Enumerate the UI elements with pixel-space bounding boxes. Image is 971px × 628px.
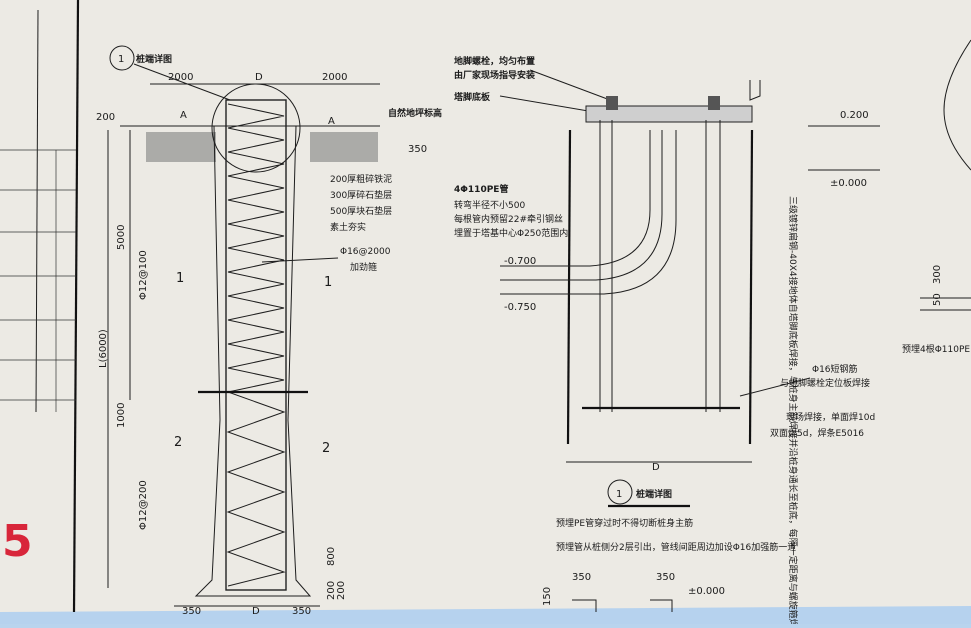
title-circle [607,479,633,505]
stiffener-note: 与地脚螺栓定位板焊接 [780,377,870,389]
pipe-note-2: 每根管内预留22#牵引钢丝 [454,213,563,225]
elevation-0700: -0.700 [504,256,536,267]
blue-strip [0,606,971,624]
dim-350-b: 350 [656,572,675,583]
section-2-left: 2 [174,435,182,450]
elevation-0750: -0.750 [504,302,536,313]
pile-wall-right [748,129,754,445]
layer-label-2: 300厚碎石垫层 [330,189,392,201]
section-1-right: 1 [324,275,332,290]
pile-wall-left [566,129,572,445]
pipe-note-1: 转弯半径不小500 [454,199,525,211]
section-mark-a-right: A [328,116,335,127]
spacing-lower: Φ12@200 [138,480,149,530]
dim-1000: 1000 [116,403,127,428]
elevation-000: ±0.000 [830,178,867,189]
layer-label-3: 500厚块石垫层 [330,205,392,217]
spacing-upper: Φ12@100 [138,250,149,300]
layer-label-1: 200厚粗碎铁泥 [330,173,392,185]
dim-5000: 5000 [116,225,127,250]
dim-d-top: D [255,72,263,83]
dim-50: 50 [932,293,943,306]
callout-label: 桩端详图 [136,53,172,65]
dim-350-right: 350 [408,144,427,155]
spiral-stirrup [226,103,286,587]
dim-150: 150 [542,587,553,606]
layer-label-4: 素土夯实 [330,221,366,233]
stiffener-label: Φ16短钢筋 [812,363,858,375]
gravel-layer-left [146,132,216,162]
bottom-dim-350-left: 350 [182,606,201,617]
small-section-a [572,599,597,612]
elevation-0200: 0.200 [840,110,869,121]
bottom-dim-350-right: 350 [292,606,311,617]
section-2-right: 2 [322,441,330,456]
vertical-dim-labels: 5000 Φ12@100 L(6000) 1000 Φ12@200 800 20… [98,225,347,600]
bottom-dim-d: D [252,606,260,617]
weld-note-2: 双面焊5d，焊条E5016 [770,427,864,439]
note-1: 预埋PE管穿过时不得切断桩身主筋 [556,517,693,529]
gravel-layer-right [310,132,378,162]
dim-800: 800 [326,547,337,566]
title-block-grid [0,149,76,412]
pipe-label: 4Φ110PE管 [454,183,508,195]
anchor-bolt-note-2: 由厂家现场指导安装 [454,69,536,81]
far-right-pipe-label: 预埋4根Φ110PE [902,343,970,355]
elevation-000-small: ±0.000 [688,586,725,597]
weld-note-1: 现场焊接，单面焊10d [786,411,875,423]
level-200: 200 [96,112,115,123]
stirrup-add-label: 加劲箍 [350,261,377,273]
pe-pipe-2 [500,130,663,281]
ground-elevation-label: 自然地坪标高 [388,107,442,119]
pe-pipe-3 [500,130,677,295]
grounding-note: 三级镀锌扁钢-40X4接地体自塔脚底板焊接，与桩身主筋焊接并沿桩身通长至桩底，每… [787,196,799,624]
pe-pipe-1 [500,130,651,267]
base-plate-label: 塔脚底板 [454,91,491,103]
dim-200-bottom: 200 [326,581,337,600]
bolt-nut-left [606,96,618,110]
small-section-b [650,599,673,612]
pile-outline [194,125,312,597]
title-number: 1 [616,489,622,500]
dim-left: 2000 [168,72,193,83]
dim-300: 300 [932,265,943,284]
dim-200-bottom-b: 200 [336,581,347,600]
far-right-circle [943,39,971,171]
rebar-cage [225,99,287,591]
length-total: L(6000) [98,329,109,368]
far-right-detail: 300 50 预埋4根Φ110PE [902,39,971,355]
anchor-bolt-note-1: 地脚螺栓，均匀布置 [454,55,535,67]
title-text: 桩端详图 [636,488,672,500]
border-line [72,0,80,613]
callout-number: 1 [118,54,124,65]
dim-right: 2000 [322,72,347,83]
bolt-nut-right [708,96,720,110]
callout-circle [109,45,135,71]
tower-leg [749,80,761,101]
dim-350-a: 350 [572,572,591,583]
section-1-left: 1 [176,271,184,286]
margin-mark: 5 [2,516,33,567]
pipe-note-3: 埋置于塔基中心Φ250范围内 [454,227,568,239]
right-pile-detail: 地脚螺栓，均匀布置 由厂家现场指导安装 塔脚底板 0.200 ±0.000 4Φ… [454,55,880,628]
section-mark-a-left: A [180,110,187,121]
stirrup-add-spec: Φ16@2000 [340,247,391,257]
right-dim-d: D [652,462,660,473]
detail-circle [211,83,301,173]
title-block-edge [35,9,39,413]
note-2: 预埋管从桩侧分2层引出，管线间距周边加设Φ16加强筋一道 [556,541,796,553]
left-pile-detail: 1 桩端详图 2000 D 2000 200 A A 自然地坪标高 350 20… [96,45,442,617]
